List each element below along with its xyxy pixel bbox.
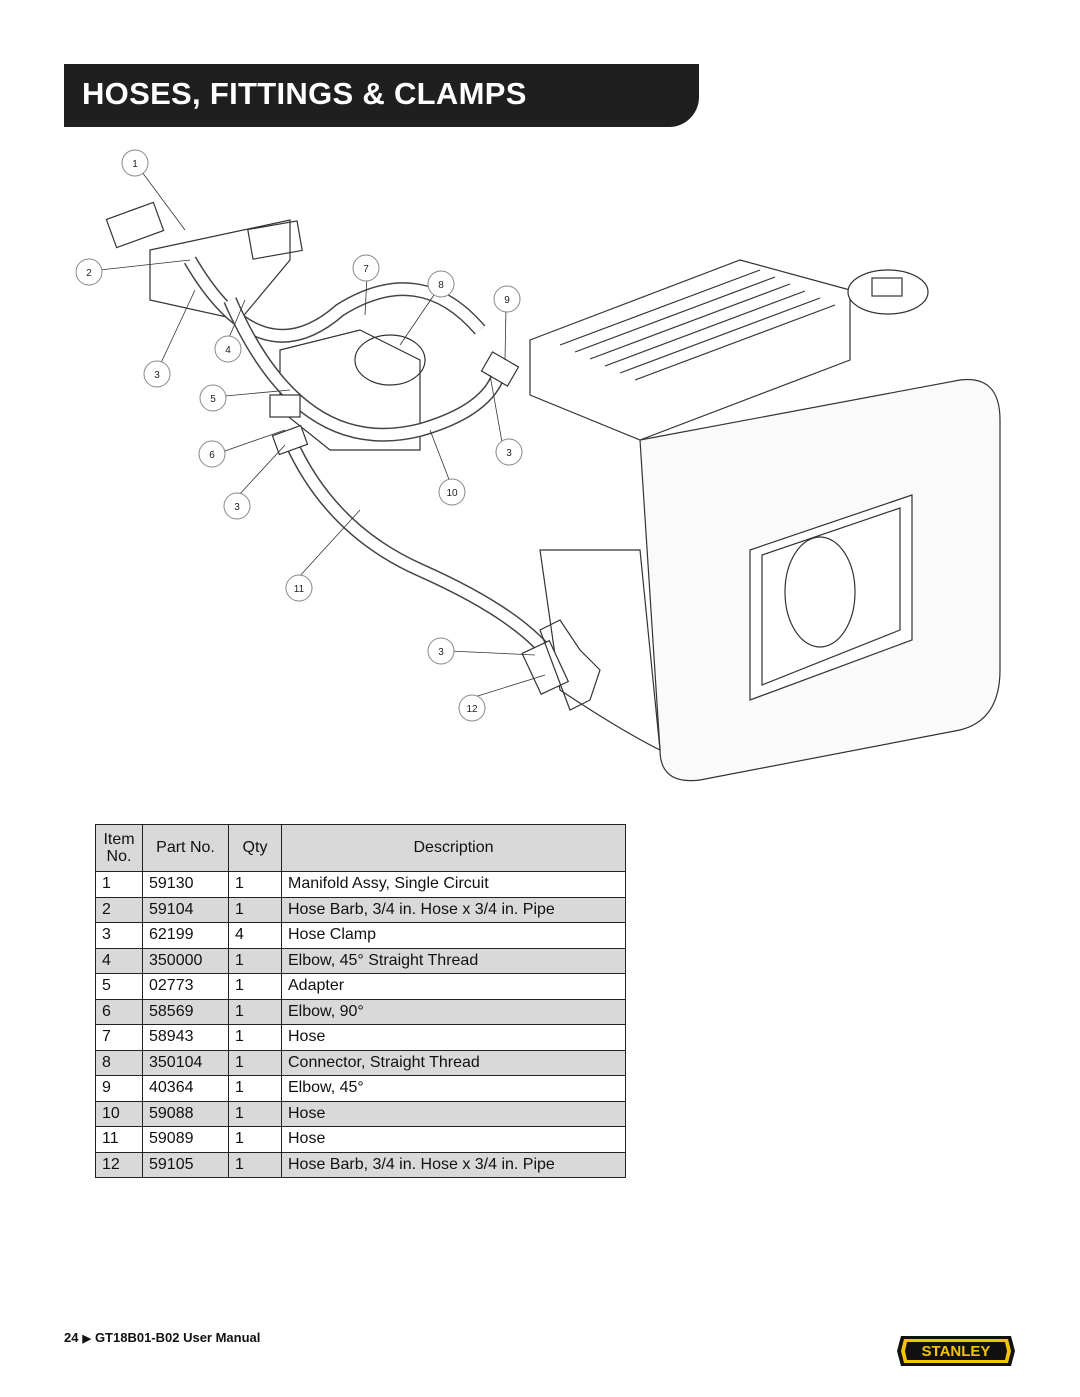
parts-illustration: 1 2 3 4 5 6 3 7 8 9 3 10 11 3 12 <box>75 149 1001 782</box>
cell-qty: 1 <box>228 1024 282 1051</box>
cell-item-no: 2 <box>95 896 143 923</box>
callout-11: 11 <box>294 584 305 595</box>
svg-text:STANLEY: STANLEY <box>922 1343 991 1360</box>
cell-part-no: 02773 <box>142 973 229 1000</box>
cell-part-no: 62199 <box>142 922 229 949</box>
cell-description: Hose Barb, 3/4 in. Hose x 3/4 in. Pipe <box>281 1151 626 1178</box>
callout-9: 9 <box>504 295 510 306</box>
callout-7: 7 <box>363 264 369 275</box>
cell-item-no: 10 <box>95 1100 143 1127</box>
cell-description: Hose <box>281 1100 626 1127</box>
cell-description: Adapter <box>281 973 626 1000</box>
cell-qty: 1 <box>228 1049 282 1076</box>
cell-description: Hose Barb, 3/4 in. Hose x 3/4 in. Pipe <box>281 896 626 923</box>
cell-qty: 1 <box>228 896 282 923</box>
callout-2: 2 <box>86 268 92 279</box>
cell-item-no: 4 <box>95 947 143 974</box>
callout-3d: 3 <box>438 647 444 658</box>
cell-qty: 1 <box>228 1151 282 1178</box>
oil-cooler <box>529 259 851 441</box>
cell-part-no: 40364 <box>142 1075 229 1102</box>
callout-3a: 3 <box>154 370 160 381</box>
page-number: 24 <box>64 1330 79 1345</box>
header-qty: Qty <box>228 824 282 872</box>
title-banner: HOSES, FITTINGS & CLAMPS <box>64 64 699 127</box>
cell-qty: 1 <box>228 973 282 1000</box>
callout-3c: 3 <box>506 448 512 459</box>
manifold <box>149 219 291 321</box>
cell-item-no: 9 <box>95 1075 143 1102</box>
cell-item-no: 1 <box>95 871 143 898</box>
cell-item-no: 12 <box>95 1151 143 1178</box>
cell-part-no: 58943 <box>142 1024 229 1051</box>
cell-qty: 1 <box>228 1075 282 1102</box>
callout-12: 12 <box>466 704 478 715</box>
cell-part-no: 59088 <box>142 1100 229 1127</box>
header-part-no: Part No. <box>142 824 229 872</box>
cell-description: Hose <box>281 1024 626 1051</box>
header-description: Description <box>281 824 626 872</box>
cell-description: Elbow, 45° Straight Thread <box>281 947 626 974</box>
cell-description: Elbow, 90° <box>281 998 626 1025</box>
stanley-logo: STANLEY <box>897 1336 1015 1366</box>
cell-item-no: 8 <box>95 1049 143 1076</box>
cell-description: Connector, Straight Thread <box>281 1049 626 1076</box>
cell-qty: 1 <box>228 1126 282 1153</box>
cell-qty: 4 <box>228 922 282 949</box>
callout-4: 4 <box>225 345 231 356</box>
page-title: HOSES, FITTINGS & CLAMPS <box>82 76 527 111</box>
callout-3b: 3 <box>234 502 240 513</box>
cell-description: Elbow, 45° <box>281 1075 626 1102</box>
cell-qty: 1 <box>228 871 282 898</box>
cell-qty: 1 <box>228 1100 282 1127</box>
cell-description: Manifold Assy, Single Circuit <box>281 871 626 898</box>
fill-cap <box>847 269 929 315</box>
callout-8: 8 <box>438 280 444 291</box>
callout-5: 5 <box>210 394 216 405</box>
exploded-parts-diagram: 1 2 3 4 5 6 3 7 8 9 3 10 11 3 12 <box>0 130 1080 810</box>
page-footer: 24▶GT18B01-B02 User Manual <box>64 1330 260 1345</box>
cell-item-no: 11 <box>95 1126 143 1153</box>
cell-item-no: 3 <box>95 922 143 949</box>
cell-description: Hose <box>281 1126 626 1153</box>
cell-item-no: 7 <box>95 1024 143 1051</box>
cell-part-no: 350000 <box>142 947 229 974</box>
manual-title: GT18B01-B02 User Manual <box>94 1330 261 1345</box>
reservoir-outlet <box>749 494 913 701</box>
cell-part-no: 58569 <box>142 998 229 1025</box>
cell-qty: 1 <box>228 998 282 1025</box>
callout-6: 6 <box>209 450 215 461</box>
cell-qty: 1 <box>228 947 282 974</box>
callout-10: 10 <box>446 488 458 499</box>
cell-item-no: 6 <box>95 998 143 1025</box>
cell-part-no: 59130 <box>142 871 229 898</box>
cell-description: Hose Clamp <box>281 922 626 949</box>
cell-part-no: 59104 <box>142 896 229 923</box>
cell-part-no: 59105 <box>142 1151 229 1178</box>
callout-1: 1 <box>132 159 138 170</box>
cell-part-no: 350104 <box>142 1049 229 1076</box>
arrow-right-icon: ▶ <box>82 1333 91 1345</box>
cell-part-no: 59089 <box>142 1126 229 1153</box>
cell-item-no: 5 <box>95 973 143 1000</box>
